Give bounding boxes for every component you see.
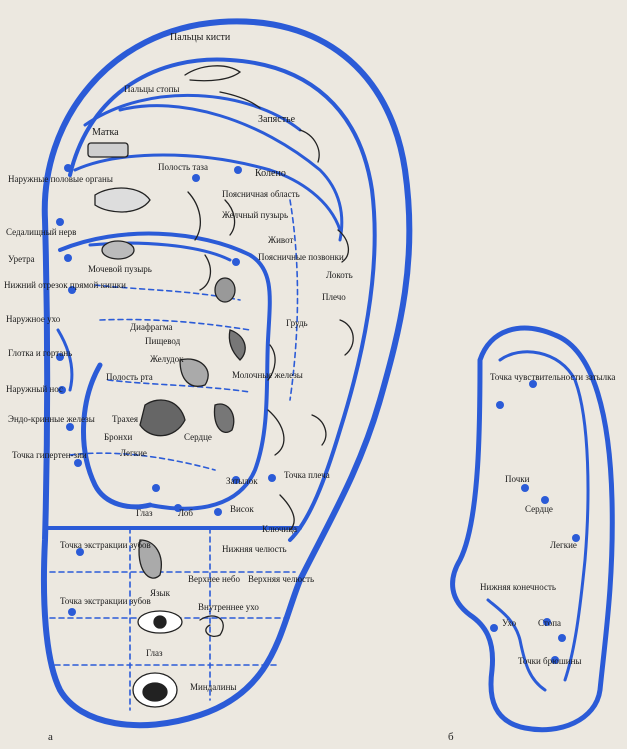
label-shoulder: Плечо (322, 292, 346, 302)
label-kidneys: Почки (505, 474, 530, 484)
caption-b: б (448, 731, 454, 743)
label-heart: Сердце (184, 432, 212, 442)
label-outer-ear: Наружное ухо (6, 314, 61, 324)
label-lungs: Легкие (120, 448, 147, 458)
label-lower-jaw: Нижняя челюсть (222, 544, 287, 554)
label-stomach: Желудок (150, 354, 184, 364)
label-sciatic-nerve: Седалищный нерв (6, 227, 76, 237)
label-endocrine-glands: Эндо-кринные железы (8, 414, 95, 424)
label-inner-ear: Внутреннее ухо (198, 602, 259, 612)
label-bladder: Мочевой пузырь (88, 264, 152, 274)
caption-a: а (48, 731, 53, 743)
label-bronchi: Бронхи (104, 432, 132, 442)
label-mammary-glands: Молочные железы (232, 370, 303, 380)
label-lower-limb: Нижняя конечность (480, 582, 556, 592)
label-throat-larynx: Глотка и гортань (8, 348, 72, 358)
label-eye: Глаз (146, 648, 163, 658)
label-pelvic-cavity: Полость таза (158, 162, 208, 172)
label-foot: Стопа (538, 618, 561, 628)
label-fingers: Пальцы кисти (170, 32, 231, 43)
label-urethra: Уретра (8, 254, 35, 264)
label-forehead: Лоб (178, 508, 193, 518)
label-trachea: Трахея (112, 414, 138, 424)
label-mouth-cavity: Полость рта (106, 372, 153, 382)
label-abdomen: Живот (268, 235, 293, 245)
label-esophagus: Пищевод (145, 336, 181, 346)
label-lumbar-region: Поясничная область (222, 189, 300, 199)
label-eye-small: Глаз (136, 508, 153, 518)
label-occiput-sensitivity: Точка чувствительности затылка (490, 372, 615, 382)
label-lungs-b: Легкие (550, 540, 577, 550)
label-hypertension-point: Точка гипертен-зии (12, 450, 87, 460)
label-toes: Пальцы стопы (124, 84, 179, 94)
label-uterus: Матка (92, 127, 119, 138)
label-shoulder-point: Точка плеча (284, 470, 330, 480)
label-peritoneum-points: Точки брюшины (518, 656, 581, 666)
label-elbow: Локоть (326, 270, 353, 280)
label-clavicle: Ключица (262, 524, 297, 534)
label-diaphragm: Диафрагма (130, 322, 172, 332)
label-chest: Грудь (286, 318, 308, 328)
label-tonsils: Миндалины (190, 682, 236, 692)
label-upper-palate: Верхнее небо (188, 574, 240, 584)
label-temple: Висок (230, 504, 254, 514)
label-gallbladder: Желчный пузырь (222, 210, 288, 220)
label-wrist: Запястье (258, 114, 296, 125)
label-teeth-extraction-2: Точка экстракции зубов (60, 596, 151, 606)
label-ear-b: Ухо (502, 618, 517, 628)
label-upper-jaw: Верхняя челюсть (248, 574, 314, 584)
label-rectum-lower: Нижний отрезок прямой кишки (4, 280, 126, 290)
label-teeth-extraction-1: Точка экстракции зубов (60, 540, 151, 550)
label-occiput: Затылок (226, 476, 258, 486)
label-external-nose: Наружный нос (6, 384, 63, 394)
label-knee: Колено (255, 168, 286, 179)
label-external-genitals: Наружные половые органы (8, 174, 113, 184)
label-heart-b: Сердце (525, 504, 553, 514)
label-lumbar-vertebrae: Поясничные позвонки (258, 252, 344, 262)
label-tongue: Язык (150, 588, 171, 598)
